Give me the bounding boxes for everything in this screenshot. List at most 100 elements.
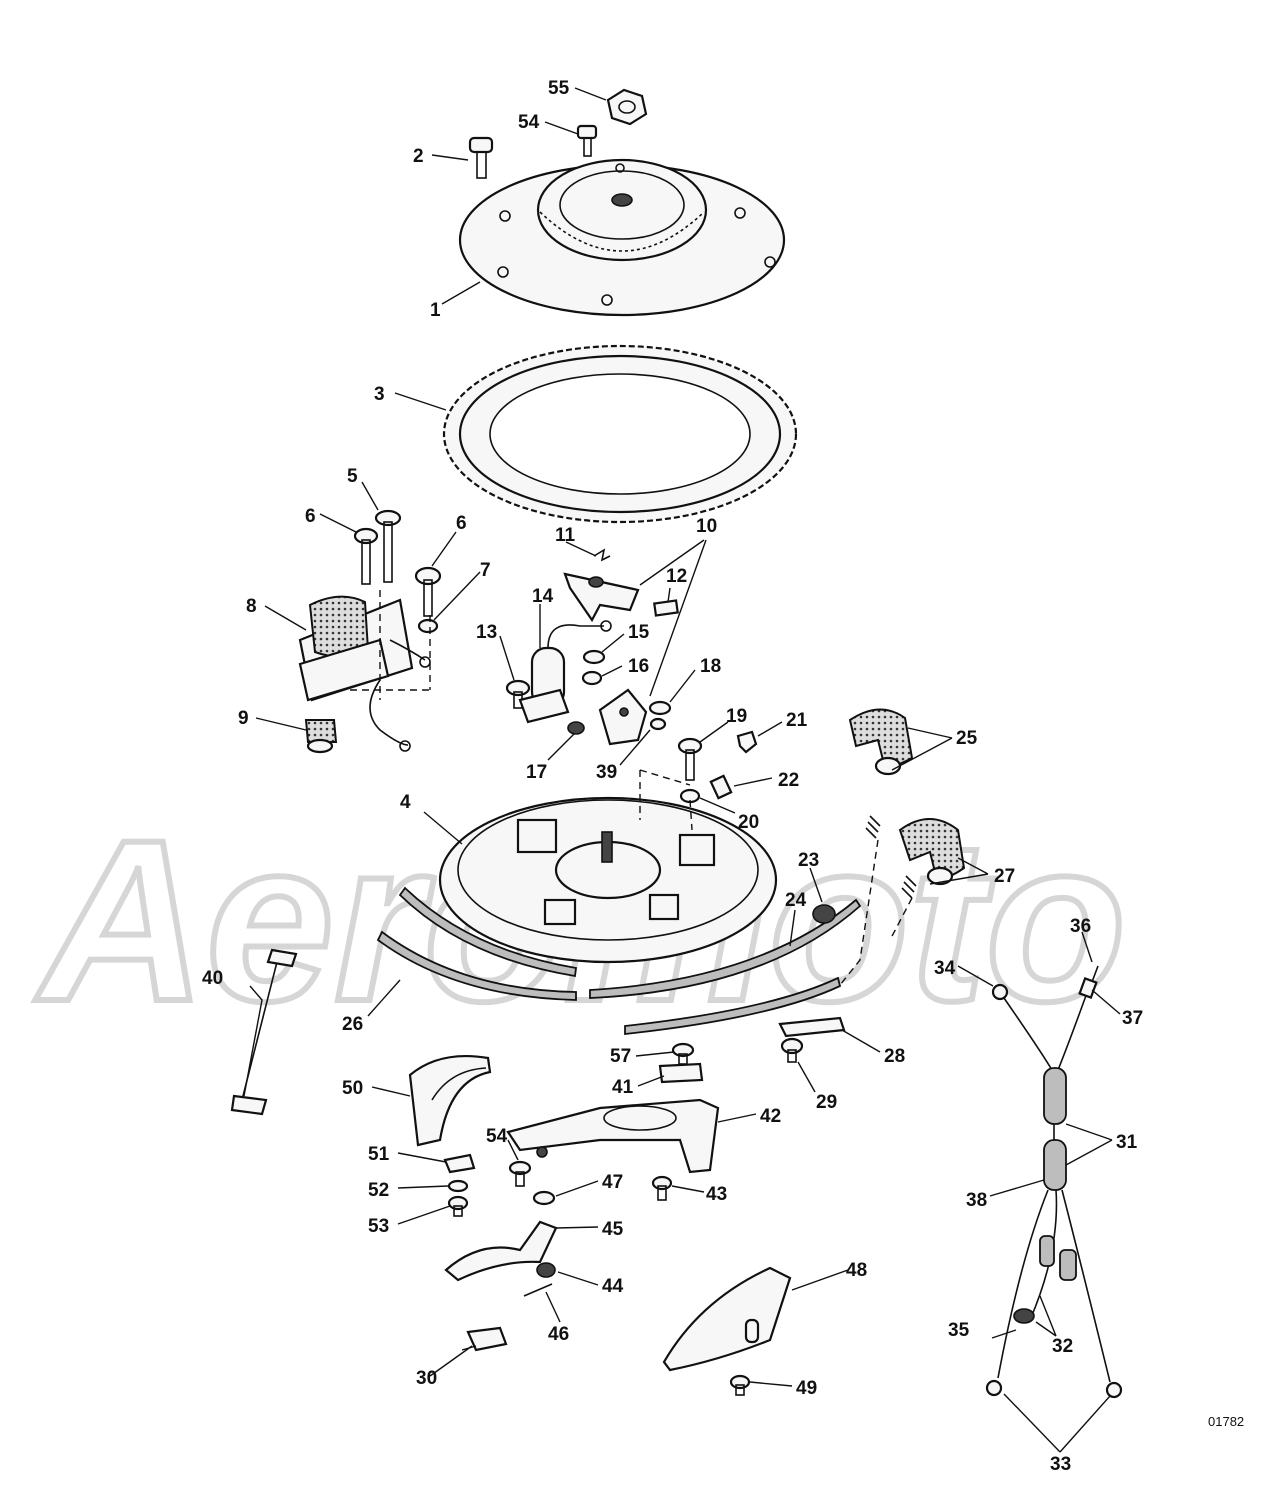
callout-45: 45 <box>602 1219 624 1240</box>
callout-20: 20 <box>738 812 759 833</box>
throttle-cam-42 <box>506 1098 720 1174</box>
wedge-22 <box>709 774 733 800</box>
clip-30 <box>466 1326 508 1352</box>
callout-52: 52 <box>368 1180 389 1201</box>
callout-42: 42 <box>760 1106 781 1127</box>
callout-labels: 55 54 2 1 3 5 6 6 7 8 9 11 10 12 14 13 1… <box>202 78 1143 1475</box>
callout-44: 44 <box>602 1276 624 1297</box>
callout-31: 31 <box>1116 1132 1138 1153</box>
spark-plug-boot-27 <box>898 818 966 899</box>
cover-48 <box>662 1266 792 1372</box>
felt-12 <box>653 599 679 617</box>
callout-30: 30 <box>416 1368 437 1389</box>
callout-18: 18 <box>700 656 721 677</box>
stator-plate <box>438 796 778 964</box>
callout-15: 15 <box>628 622 650 643</box>
callout-19: 19 <box>726 706 747 727</box>
screw-18 <box>648 700 672 731</box>
callout-29: 29 <box>816 1092 837 1113</box>
callout-47: 47 <box>602 1172 623 1193</box>
bolt-2 <box>468 136 494 179</box>
callout-24: 24 <box>785 890 807 911</box>
callout-37: 37 <box>1122 1008 1143 1029</box>
callout-3: 3 <box>374 384 385 405</box>
spark-plug-cap-9 <box>304 719 338 754</box>
plate-41 <box>658 1062 704 1084</box>
ring-gear <box>442 344 798 524</box>
callout-7: 7 <box>480 560 491 581</box>
screw-53 <box>447 1195 469 1217</box>
diagram-code: 01782 <box>1208 1414 1244 1429</box>
callout-25: 25 <box>956 728 978 749</box>
callout-48: 48 <box>846 1260 867 1281</box>
callout-36: 36 <box>1070 916 1091 937</box>
callout-6-left: 6 <box>305 506 316 527</box>
callout-8: 8 <box>246 596 257 617</box>
callout-33: 33 <box>1050 1454 1071 1475</box>
callout-35: 35 <box>948 1320 970 1341</box>
plate-51 <box>443 1153 476 1174</box>
callout-49: 49 <box>796 1378 817 1399</box>
condenser <box>518 620 612 724</box>
callout-54: 54 <box>486 1126 508 1147</box>
callout-41: 41 <box>612 1077 634 1098</box>
screw-6-left <box>353 527 379 585</box>
callout-28: 28 <box>884 1046 905 1067</box>
callout-14: 14 <box>532 586 554 607</box>
callout-38: 38 <box>966 1190 987 1211</box>
callout-40: 40 <box>202 968 223 989</box>
callout-21: 21 <box>786 710 808 731</box>
washer-52 <box>447 1179 469 1193</box>
spring-clip-11 <box>593 548 611 562</box>
callout-23: 23 <box>798 850 819 871</box>
spark-plug-boot-25 <box>848 708 914 839</box>
callout-16: 16 <box>628 656 649 677</box>
washer-7 <box>417 618 439 634</box>
callout-50: 50 <box>342 1078 363 1099</box>
callout-9: 9 <box>238 708 249 729</box>
clip-21 <box>736 730 758 754</box>
screw-15 <box>582 649 606 665</box>
nut-56 <box>606 88 648 126</box>
callout-57: 57 <box>610 1046 631 1067</box>
callout-10: 10 <box>696 516 717 537</box>
screw-19 <box>677 737 703 781</box>
nut-44 <box>536 1262 556 1278</box>
pin-46 <box>523 1283 553 1297</box>
felt-strip-26 <box>376 886 577 1001</box>
callout-43: 43 <box>706 1184 727 1205</box>
callout-5: 5 <box>347 466 358 487</box>
timer-base-50 <box>408 1055 492 1147</box>
ignition-coil <box>298 595 431 752</box>
leader-lines <box>243 87 1121 1453</box>
felt-strip-24 <box>589 898 862 1036</box>
callout-1: 1 <box>430 300 441 321</box>
callout-6-right: 6 <box>456 513 467 534</box>
breaker-point-set <box>563 572 640 623</box>
callout-12: 12 <box>666 566 687 587</box>
callout-39: 39 <box>596 762 617 783</box>
washer-47 <box>532 1190 556 1206</box>
callout-55: 54 <box>518 112 540 133</box>
grommet-23 <box>812 904 836 924</box>
callout-17: 17 <box>526 762 547 783</box>
screw-5 <box>374 509 402 583</box>
callout-32: 32 <box>1052 1336 1073 1357</box>
callout-53: 53 <box>368 1216 389 1237</box>
callout-34: 34 <box>934 958 956 979</box>
callout-22: 22 <box>778 770 799 791</box>
wire-harness <box>985 965 1123 1399</box>
washer-16 <box>581 670 603 686</box>
screw-29 <box>780 1037 804 1063</box>
callout-46: 46 <box>548 1324 569 1345</box>
screw-6-right <box>414 566 442 617</box>
callout-11: 11 <box>555 525 576 546</box>
cam-follower-39 <box>598 688 648 746</box>
screw-54 <box>508 1160 532 1187</box>
callout-13: 13 <box>476 622 497 643</box>
callout-26: 26 <box>342 1014 363 1035</box>
clamp-28 <box>778 1016 846 1038</box>
screw-43 <box>651 1175 673 1201</box>
flywheel <box>458 158 786 317</box>
